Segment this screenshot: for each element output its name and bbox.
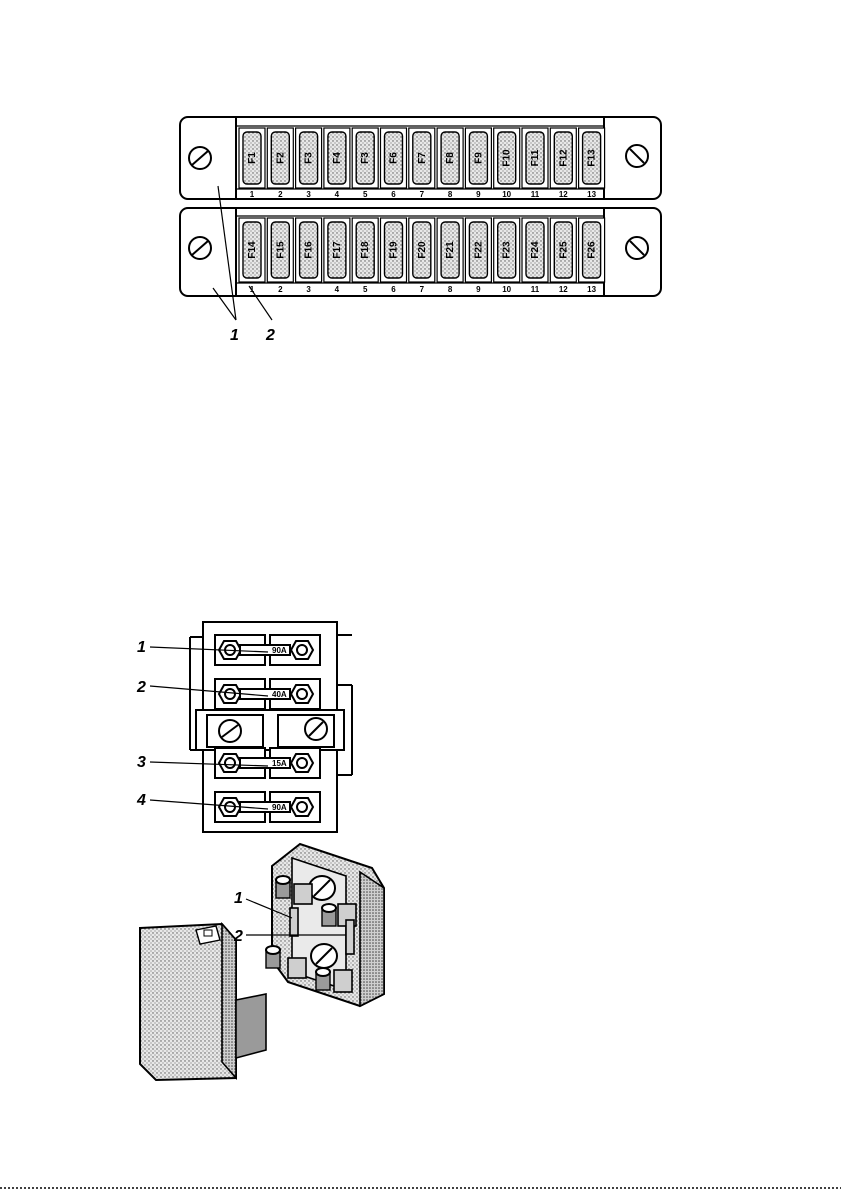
- screw-icon: [626, 237, 648, 259]
- fuse-box-top: F11F22F33F44F35F66F77F88F99F1010F1111F12…: [180, 117, 661, 199]
- fuse-rating: 40A: [272, 690, 287, 699]
- slot-number: 5: [363, 190, 368, 199]
- fuse-label: F19: [389, 241, 400, 259]
- slot-number: 6: [391, 190, 396, 199]
- slot-number: 12: [559, 285, 568, 294]
- slot-number: 10: [502, 285, 511, 294]
- slot-number: 10: [502, 190, 511, 199]
- fuse-label: F20: [417, 241, 428, 259]
- fuse: F2 2: [267, 128, 293, 199]
- slot-number: 13: [587, 285, 596, 294]
- callout-label: 4: [136, 792, 146, 809]
- slot-number: 3: [306, 190, 311, 199]
- screw-icon: [189, 237, 211, 259]
- screw-icon: [309, 876, 335, 900]
- fuse-label: F14: [247, 241, 258, 259]
- fuse-label: F4: [332, 152, 343, 164]
- slot-number: 2: [278, 285, 283, 294]
- slot-number: 6: [391, 285, 396, 294]
- fuse: F1 1: [239, 128, 265, 199]
- slot-number: 12: [559, 190, 568, 199]
- fuse: F13 13: [579, 128, 605, 199]
- fuse-label: F21: [445, 241, 456, 259]
- callout-label: 1: [234, 890, 243, 907]
- fuse-label: F2: [275, 152, 286, 164]
- slot-number: 1: [250, 190, 255, 199]
- screw-icon: [626, 145, 648, 167]
- slot-number: 7: [420, 190, 425, 199]
- fuse-label: F22: [473, 241, 484, 259]
- fuse-label: F13: [587, 149, 598, 167]
- fuse-label: F3: [304, 152, 315, 164]
- screw-icon: [189, 147, 211, 169]
- fuse: F9 9: [465, 128, 491, 199]
- screw-icon: [219, 720, 241, 742]
- slot-number: 8: [448, 190, 453, 199]
- fuse: F6 6: [381, 128, 407, 199]
- fuse-rating: 90A: [272, 646, 287, 655]
- fuse-label: F12: [558, 149, 569, 167]
- fuse-label: F7: [417, 152, 428, 164]
- fuse-rating: 90A: [272, 803, 287, 812]
- fuse: F12 12: [550, 128, 576, 199]
- fuse-label: F9: [473, 152, 484, 164]
- fuse: F4 4: [324, 128, 350, 199]
- slot-number: 3: [306, 285, 311, 294]
- power-fuse-block: 90A 40A 15A: [190, 622, 352, 832]
- callout-label: 1: [230, 327, 239, 344]
- fuse: F8 8: [437, 128, 463, 199]
- slot-number: 13: [587, 190, 596, 199]
- slot-number: 9: [476, 190, 481, 199]
- fuse-rating: 15A: [272, 759, 287, 768]
- fuse-label: F18: [360, 241, 371, 259]
- fuse-label: F6: [389, 152, 400, 164]
- slot-number: 5: [363, 285, 368, 294]
- slot-number: 4: [335, 190, 340, 199]
- fuse: F10 10: [494, 128, 520, 199]
- fuse-label: F15: [275, 241, 286, 259]
- fuse-label: F26: [587, 241, 598, 259]
- callout-label: 2: [265, 327, 275, 344]
- slot-number: 7: [420, 285, 425, 294]
- fuse-label: F23: [502, 241, 513, 259]
- fuse-label: F1: [247, 152, 258, 164]
- screw-icon: [311, 944, 337, 968]
- fuse-box-bottom: F141F152F163F174F185F196F207F218F229F231…: [180, 208, 661, 296]
- callout-label: 2: [136, 679, 146, 696]
- fuse-label: F8: [445, 152, 456, 164]
- slot-number: 4: [335, 285, 340, 294]
- fuse-label: F3: [360, 152, 371, 164]
- callout-label: 1: [137, 639, 146, 656]
- fuse-label: F24: [530, 241, 541, 259]
- fuse: F3 3: [296, 128, 322, 199]
- slot-number: 9: [476, 285, 481, 294]
- fuse-block-isometric: [266, 844, 384, 1006]
- callout-label: 2: [233, 928, 243, 945]
- fuse-label: F11: [530, 149, 541, 166]
- callout-label: 3: [137, 754, 146, 771]
- fuse-label: F17: [332, 241, 343, 259]
- bolt-icon: [316, 968, 352, 992]
- fuse-block-cover: [140, 924, 266, 1080]
- slot-number: 11: [531, 190, 540, 199]
- fuse-label: F10: [502, 149, 513, 167]
- fuse: F7 7: [409, 128, 435, 199]
- fuse: F3 5: [352, 128, 378, 199]
- fuse-label: F16: [304, 241, 315, 259]
- slot-number: 8: [448, 285, 453, 294]
- slot-number: 11: [531, 285, 540, 294]
- fuse: F11 11: [522, 128, 548, 199]
- fuse-label: F25: [558, 241, 569, 259]
- slot-number: 2: [278, 190, 283, 199]
- screw-icon: [305, 718, 327, 740]
